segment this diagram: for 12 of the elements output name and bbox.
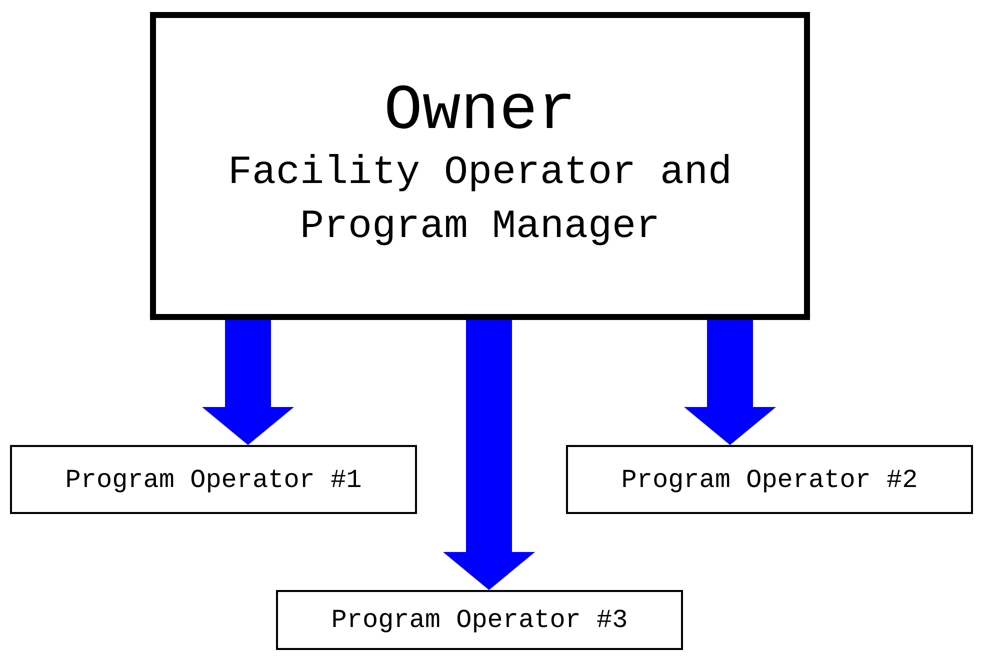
node-title: Owner bbox=[384, 76, 576, 148]
operator-box bbox=[566, 445, 973, 514]
block-arrow bbox=[443, 320, 535, 590]
block-arrow bbox=[202, 320, 294, 445]
node-title: Program Operator #3 bbox=[331, 605, 628, 635]
node-title: Program Operator #2 bbox=[621, 464, 918, 494]
node-subtitle: Facility Operator and Program Manager bbox=[226, 150, 734, 252]
node-title: Program Operator #1 bbox=[65, 464, 362, 494]
operator-box bbox=[10, 445, 417, 514]
operator-box bbox=[276, 590, 683, 650]
owner-box bbox=[150, 12, 810, 320]
block-arrow bbox=[684, 320, 776, 445]
